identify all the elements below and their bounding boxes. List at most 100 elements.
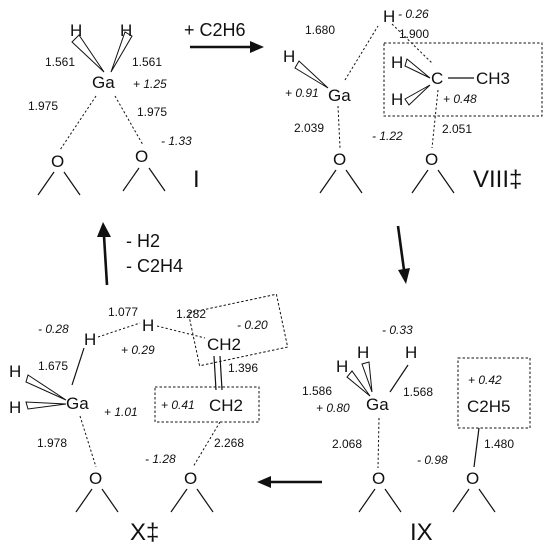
ga-atom: Ga: [328, 86, 351, 105]
dashed-bond-ga-o: [377, 417, 380, 469]
bond-length-h-h: 1.077: [108, 305, 138, 319]
arrow-top-label: + C2H6: [184, 20, 246, 40]
wedge-bond-ga-h2: [361, 361, 373, 393]
support-bond: [358, 488, 376, 513]
support-bond: [319, 169, 337, 194]
dashed-bond-c-o: [431, 89, 439, 149]
oxygen-left-atom: O: [333, 150, 346, 169]
arrow-left: [102, 235, 109, 286]
bond-length-ga-o: 2.068: [332, 437, 362, 451]
bond-c-o: [473, 427, 480, 468]
ch2-top-box: [187, 293, 289, 367]
oxygen-left-atom: O: [51, 152, 64, 171]
c2h5-group: C2H5: [467, 397, 510, 416]
bond-length-ga-o: 1.978: [37, 436, 67, 450]
h2-atom: H: [357, 343, 369, 362]
ch2-top-group: CH2: [207, 335, 241, 354]
arrow-left-label-b: - C2H4: [126, 256, 183, 276]
dashed-bond-ga-o-left: [59, 95, 97, 151]
dashed-bond-h-h: [97, 322, 141, 338]
dashed-bond-ga-o-right: [114, 95, 144, 146]
dashed-bond-ga-o: [337, 105, 341, 149]
h2-atom: H: [391, 90, 403, 109]
support-bond: [411, 169, 429, 194]
oxygen-left-atom: O: [89, 469, 102, 488]
bond-length-ga-h-left: 1.561: [45, 55, 75, 69]
bond-length-h-top-c: 1.900: [399, 27, 429, 41]
structure-label-I: I: [193, 166, 200, 193]
h-mid-charge: + 0.29: [121, 343, 155, 357]
support-bond: [170, 488, 188, 513]
bond-length-ga-h-right: 1.568: [403, 385, 433, 399]
h3-atom: H: [405, 343, 417, 362]
oxygen-left-atom: O: [372, 469, 385, 488]
structure-label-IX: IX: [410, 519, 433, 546]
wedge-bond-ga-h: [294, 60, 329, 89]
c-c-double-bond: [219, 355, 223, 391]
ga-charge: + 0.91: [285, 86, 319, 100]
dashed-bond-ga-o: [79, 415, 97, 468]
ga-charge: + 1.25: [133, 77, 167, 91]
h-left-b-atom: H: [9, 398, 21, 417]
bond-length-c-o: 2.051: [442, 122, 472, 136]
structure-X: 1.077 1.282 - 0.28 H H + 0.29 CH2 - 0.20…: [9, 293, 289, 546]
wedge-bond-c-h2: [404, 84, 431, 106]
bond-length-ga-o-left: 1.975: [28, 99, 58, 113]
support-bond: [37, 171, 55, 196]
ga-charge: + 1.01: [104, 405, 138, 419]
support-bond: [452, 488, 470, 513]
wedge-bond-ga-h-left-b: [25, 401, 67, 410]
support-bond: [345, 169, 363, 194]
bond-length-c-o: 2.268: [214, 436, 244, 450]
wedge-bond-ga-h-left-a: [25, 374, 67, 401]
bond-length-ga-h-top: 1.680: [305, 23, 335, 37]
bond-length-ga-h: 1.675: [38, 359, 68, 373]
arrow-left-head: [97, 222, 111, 237]
ch2-bottom-charge: + 0.41: [161, 398, 195, 412]
support-bond: [101, 488, 119, 513]
bond-length-ga-h-left: 1.586: [302, 384, 332, 398]
arrow-right-head: [398, 268, 410, 284]
dashed-bond-h-ch2: [156, 325, 206, 339]
c2h5-charge: + 0.42: [468, 373, 502, 387]
bond-length-c-c: 1.396: [228, 361, 258, 375]
bond-length-ga-o-right: 1.975: [137, 105, 167, 119]
c-c-double-bond: [213, 355, 217, 391]
support-bond: [478, 488, 496, 513]
bond-length-h-ch2: 1.282: [176, 307, 206, 321]
ethyl-group-box: [383, 42, 543, 117]
c2h5-group-box: [457, 357, 531, 429]
support-bond: [148, 167, 166, 192]
oxygen-right-charge: - 1.33: [161, 134, 192, 148]
structure-VIII: H Ga + 0.91 1.680 H - 0.26 1.900 H H C C…: [283, 7, 543, 194]
h-top-atom: H: [383, 7, 395, 26]
bond-length-ga-h-right: 1.561: [132, 55, 162, 69]
oxygen-right-atom: O: [425, 150, 438, 169]
arrow-right: [396, 225, 406, 271]
support-bond: [437, 169, 455, 194]
reaction-arrows: + C2H6 - H2 - C2H4: [97, 20, 410, 488]
carbon-atom: C: [431, 69, 443, 88]
bond-ga-h3: [389, 364, 409, 393]
ga-charge: + 0.80: [316, 401, 350, 415]
h1-atom: H: [336, 357, 348, 376]
structure-I: H H 1.561 1.561 Ga + 1.25 1.975 1.975 O …: [28, 21, 200, 196]
arrow-bottom-head: [257, 476, 271, 488]
ch2-bottom-box: [154, 386, 260, 423]
oxygen-right-charge: - 1.22: [372, 129, 403, 143]
dashed-bond-h-top-c: [391, 23, 434, 65]
structure-label-X: X‡: [130, 519, 159, 546]
h-ga-atom: H: [283, 47, 295, 66]
support-bond: [196, 488, 214, 513]
support-bond: [122, 167, 140, 192]
oxygen-right-atom: O: [135, 147, 148, 166]
support-bond: [384, 488, 402, 513]
ga-top-charge: - 0.33: [382, 323, 413, 337]
h-mid-atom: H: [142, 316, 154, 335]
support-bond: [75, 488, 93, 513]
h-ga-top-charge: - 0.28: [38, 322, 69, 336]
ethyl-group-charge: + 0.48: [443, 92, 477, 106]
structure-IX: H H H - 0.33 1.586 1.568 Ga + 0.80 + 0.4…: [302, 323, 531, 546]
bond-length-c-o: 1.480: [484, 437, 514, 451]
h-right-atom: H: [120, 21, 132, 40]
